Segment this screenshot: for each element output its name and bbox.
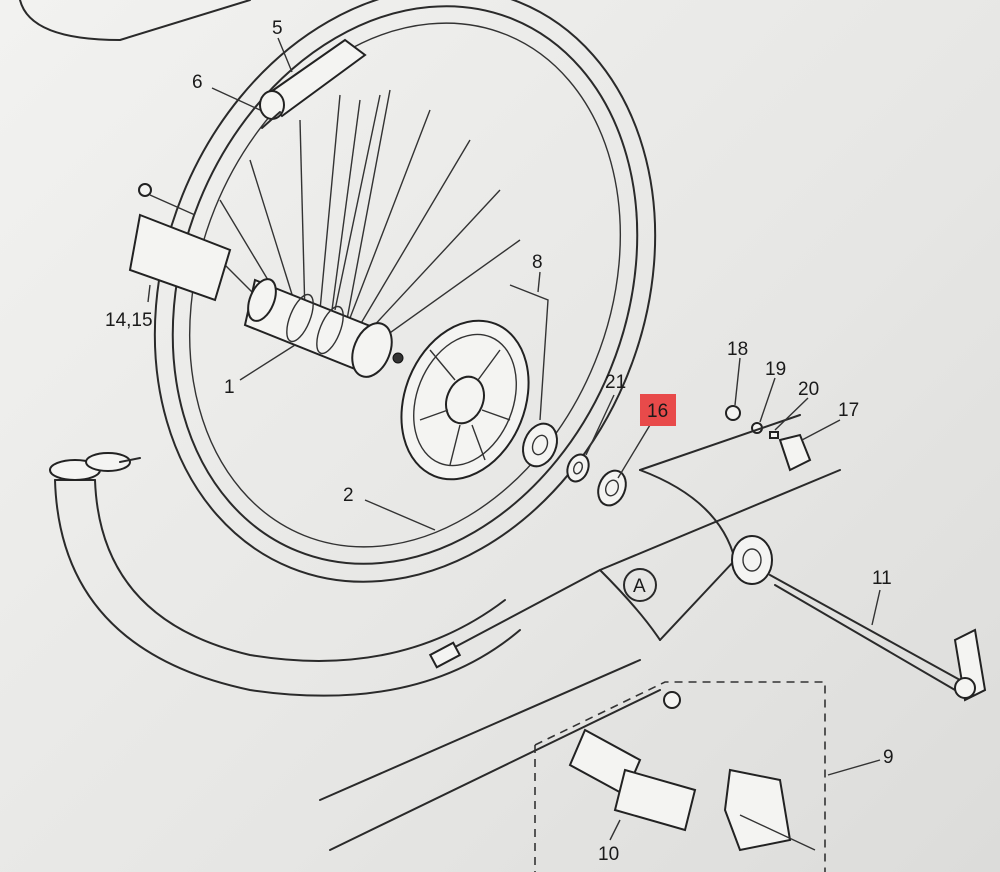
callout-2: 2: [343, 485, 354, 506]
rear-hub: [243, 278, 404, 378]
callout-5: 5: [272, 18, 283, 39]
swingarm: [319, 414, 841, 851]
callout-21: 21: [605, 372, 626, 393]
rear-wheel-rim: [153, 0, 657, 583]
callout-6: 6: [192, 72, 203, 93]
callout-14-15: 14,15: [105, 310, 153, 331]
callout-10: 10: [598, 844, 619, 865]
detail-a-marker: [623, 568, 657, 602]
callout-20: 20: [798, 379, 819, 400]
washer-21: [566, 453, 590, 483]
callout-9: 9: [883, 747, 894, 768]
spacer-16: [597, 469, 627, 507]
brake-caliper-group: [534, 681, 826, 872]
frame-outline-top: [19, 0, 251, 41]
rear-axle: [769, 574, 987, 702]
callout-11: 11: [872, 568, 892, 589]
callout-18: 18: [727, 339, 748, 360]
wheel-spokes: [199, 89, 521, 341]
mudguard-bracket: [128, 183, 232, 302]
detail-a-label: A: [633, 576, 646, 597]
callout-16-highlight: [640, 394, 676, 426]
callout-17: 17: [838, 400, 859, 421]
callout-1: 1: [224, 377, 235, 398]
leader-lines: [147, 37, 881, 841]
rim-strip-part: [259, 38, 367, 129]
brake-rotor: [400, 284, 549, 481]
callout-8: 8: [532, 252, 543, 273]
brake-rod: [428, 569, 601, 669]
callout-16: 16: [647, 401, 668, 422]
tire: [49, 452, 521, 697]
lock-ring: [522, 422, 558, 468]
callout-19: 19: [765, 359, 786, 380]
